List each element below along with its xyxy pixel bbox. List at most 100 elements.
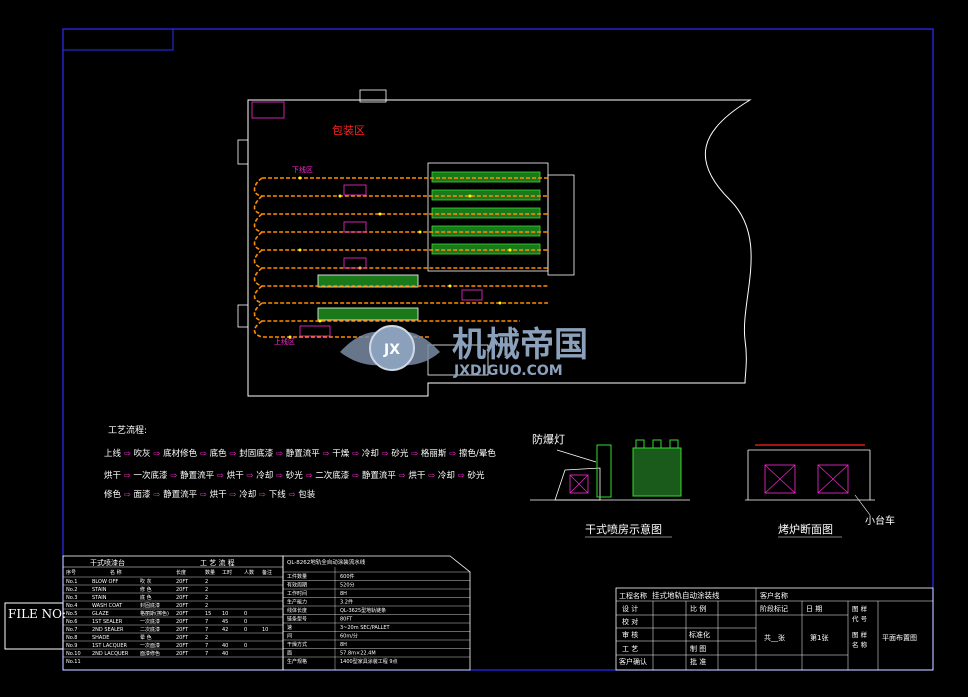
process-title: 工艺流程:	[108, 424, 147, 436]
process-arrow-icon: ⇨	[256, 490, 269, 500]
spec-value: 600件	[340, 573, 355, 580]
equip-header: 工时	[222, 569, 232, 576]
spec-key: 速	[287, 625, 292, 631]
process-arrow-icon: ⇨	[244, 471, 257, 481]
equip-cell: 20FT	[176, 579, 189, 585]
watermark: JX 机械帝国 JXDIGUO.COM	[340, 325, 588, 379]
process-arrow-icon: ⇨	[227, 490, 240, 500]
process-step: 冷却	[362, 448, 379, 459]
spec-key: 面	[287, 651, 292, 657]
spec-value: 8H	[340, 591, 347, 597]
spec-table-title: QL-8262地轨全自动涂装流水线	[287, 558, 366, 566]
date-label: 日 期	[806, 605, 822, 613]
equip-cell: 45	[222, 619, 228, 625]
equip-cell: 20FT	[176, 611, 189, 617]
equip-header: 序号	[66, 569, 76, 576]
equip-cell: 0	[244, 611, 247, 617]
process-step: 封固底漆	[239, 448, 274, 459]
sheet-total: 共__张	[764, 633, 785, 642]
oven-5	[431, 243, 541, 255]
equip-cell: 20FT	[176, 643, 189, 649]
spray-booth-detail: 防爆灯 干式喷房示意图	[530, 432, 690, 538]
process-arrow-icon: ⇨	[121, 490, 134, 500]
process-step: 砂光	[286, 470, 304, 481]
equip-header: 长度	[176, 569, 186, 576]
equip-cell: 0	[244, 643, 247, 649]
process-arrow-icon: ⇨	[121, 471, 134, 481]
equip-cell: 7	[205, 619, 208, 625]
load-area-label: 上线区	[274, 337, 295, 346]
process-step: 烘干	[227, 470, 245, 481]
equip-cell: 吹 灰	[140, 578, 152, 585]
process-step: 冷却	[239, 489, 256, 500]
corner-tab	[62, 28, 174, 51]
oven-6	[317, 274, 419, 288]
process-step: 修色	[104, 489, 122, 500]
equip-header: 备注	[262, 569, 272, 576]
process-step: 静置流平	[362, 470, 397, 481]
oven-section-caption: 烤炉断面图	[778, 522, 833, 536]
equip-cell: 2	[205, 603, 208, 609]
process-step: 底材修色	[163, 448, 198, 459]
sheet-no: 第1张	[810, 633, 828, 642]
spec-key: 生产能力	[287, 599, 307, 606]
conveyor	[253, 177, 548, 338]
equip-cell: 一次面漆	[140, 642, 160, 649]
equip-cell: 1ST LACQUER	[92, 643, 127, 649]
process-arrow-icon: ⇨	[303, 471, 316, 481]
watermark-en: JXDIGUO.COM	[453, 363, 563, 379]
equip-cell: GLAZE	[92, 611, 109, 617]
process-arrow-icon: ⇨	[349, 449, 362, 459]
equip-cell: 20FT	[176, 651, 189, 657]
process-step: 烘干	[408, 470, 426, 481]
equip-cell: 0	[244, 619, 247, 625]
drawing-name: 平面布置图	[882, 633, 917, 642]
equip-cell: 底 色	[140, 594, 152, 601]
process-step: 面漆	[134, 489, 152, 500]
scale-label: 比 例	[690, 604, 706, 613]
spec-key: 工作时间	[287, 590, 307, 597]
equip-cell: 2	[205, 635, 208, 641]
equip-cell: No.11	[66, 659, 81, 665]
equip-cell: 2ND SEALER	[92, 627, 124, 633]
process-arrow-icon: ⇨	[214, 471, 227, 481]
name-label-2: 名 称	[852, 640, 868, 649]
process-line-3: 修色 ⇨ 面漆 ⇨ 静置流平 ⇨ 烘干 ⇨ 冷却 ⇨ 下线 ⇨ 包装	[104, 489, 316, 500]
equip-cell: 1ST SEALER	[92, 619, 123, 625]
process-arrow-icon: ⇨	[446, 449, 459, 459]
watermark-badge-icon	[369, 325, 415, 371]
equip-cell: 20FT	[176, 627, 189, 633]
process-step: 烘干	[104, 470, 122, 481]
check-label: 校 对	[622, 617, 638, 626]
equip-cell: 20FT	[176, 587, 189, 593]
process-step: 静置流平	[286, 448, 321, 459]
pack-station	[251, 101, 285, 119]
unload-area-label: 下线区	[292, 165, 313, 174]
equip-cell: No.2	[66, 587, 77, 593]
spec-value: QL-3625型地轨链条	[340, 607, 386, 614]
equip-cell: No.9	[66, 643, 77, 649]
process-line-2: 烘干 ⇨ 一次底漆 ⇨ 静置流平 ⇨ 烘干 ⇨ 冷却 ⇨ 砂光 ⇨ 二次底漆 ⇨…	[104, 470, 485, 481]
oven-section-detail: 小台车 烤炉断面图	[745, 444, 895, 538]
watermark-badge: JX	[383, 342, 400, 358]
process-line-1: 上线 ⇨ 吹灰 ⇨ 底材修色 ⇨ 底色 ⇨ 封固底漆 ⇨ 静置流平 ⇨ 干燥 ⇨…	[104, 448, 496, 459]
spec-value: 1400型家具涂装工程 9点	[340, 658, 398, 665]
oven-2	[431, 189, 541, 201]
stage-label: 阶段标记	[760, 604, 788, 613]
process-arrow-icon: ⇨	[151, 490, 164, 500]
spec-key: 工件数量	[287, 573, 307, 580]
process-arrow-icon: ⇨	[197, 449, 210, 459]
process-arrow-icon: ⇨	[121, 449, 134, 459]
spray-booth-caption: 干式喷房示意图	[585, 522, 662, 536]
process-arrow-icon: ⇨	[396, 471, 409, 481]
packing-area-label: 包装区	[332, 124, 365, 137]
equip-header: 人数	[244, 569, 254, 576]
spec-process-title: 工 艺 流 程	[200, 558, 235, 567]
equip-cell: STAIN	[92, 587, 107, 593]
equip-header: 名 称	[110, 569, 122, 576]
door-left-2	[237, 304, 249, 328]
process-step: 擦色/晕色	[459, 448, 496, 459]
